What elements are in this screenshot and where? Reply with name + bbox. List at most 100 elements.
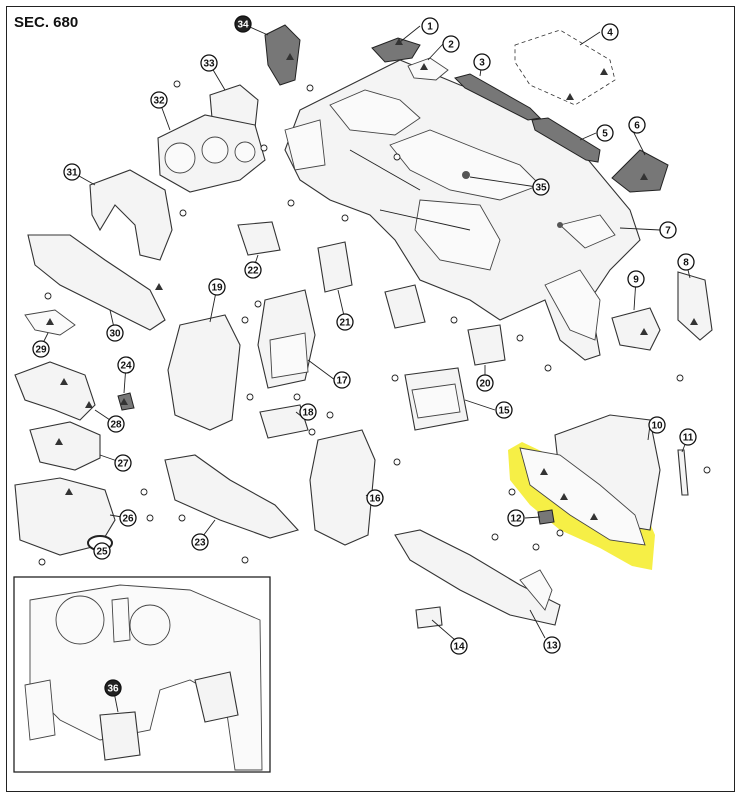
callout-number: 11 — [683, 433, 694, 444]
callout-23: 23 — [191, 533, 209, 551]
callout-35: 35 — [532, 178, 550, 196]
instrument-panel — [284, 59, 641, 361]
clip-part-12 — [537, 509, 555, 525]
callout-number: 9 — [633, 275, 639, 286]
callout-number: 13 — [546, 641, 558, 652]
audio-unit-17 — [257, 289, 316, 389]
callout-number: 15 — [498, 406, 510, 417]
panel-part-4 — [514, 29, 616, 106]
callout-number: 12 — [510, 514, 522, 525]
ventilator-21b — [384, 284, 426, 329]
callout-number: 30 — [109, 329, 121, 340]
callout-32: 32 — [150, 91, 168, 109]
callout-number: 18 — [302, 408, 314, 419]
callout-8: 8 — [677, 253, 695, 271]
callout-number: 28 — [110, 420, 122, 431]
callout-33: 33 — [200, 54, 218, 72]
callout-30: 30 — [106, 324, 124, 342]
column-cover-26 — [14, 477, 116, 556]
callout-14: 14 — [450, 637, 468, 655]
callout-number: 10 — [651, 421, 663, 432]
callout-number: 20 — [479, 379, 491, 390]
callout-number: 5 — [602, 129, 608, 140]
callout-number: 21 — [339, 318, 351, 329]
cluster-finisher-31 — [89, 169, 173, 261]
column-cover-27 — [29, 421, 101, 471]
callout-1: 1 — [421, 17, 439, 35]
callout-number: 34 — [237, 20, 249, 31]
callout-16: 16 — [366, 489, 384, 507]
callout-number: 2 — [448, 40, 454, 51]
callout-number: 8 — [683, 258, 689, 269]
screw-part-35 — [462, 171, 470, 179]
callout-36: 36 — [104, 679, 122, 697]
callout-number: 26 — [122, 514, 134, 525]
cluster-finisher-16 — [309, 429, 376, 546]
pin-part-11 — [677, 449, 689, 496]
defroster-grille-5 — [531, 117, 601, 163]
callout-19: 19 — [208, 278, 226, 296]
triangle-markers — [46, 38, 698, 520]
callout-number: 33 — [203, 59, 215, 70]
callout-number: 19 — [211, 283, 223, 294]
callout-25: 25 — [93, 542, 111, 560]
grille-part-1 — [371, 37, 421, 63]
callout-number: 1 — [427, 22, 433, 33]
callout-number: 25 — [96, 547, 108, 558]
callout-24: 24 — [117, 356, 135, 374]
callout-number: 29 — [35, 345, 47, 356]
callout-number: 23 — [194, 538, 206, 549]
column-cover-28 — [14, 361, 96, 421]
inset-detail — [13, 576, 271, 773]
section-label: SEC. 680 — [14, 14, 79, 31]
callout-15: 15 — [495, 401, 513, 419]
speaker-grille-6 — [611, 149, 669, 193]
ventilator-21a — [317, 241, 353, 293]
callout-number: 35 — [535, 183, 547, 194]
screws — [38, 80, 711, 566]
side-panel-8 — [677, 271, 713, 341]
callout-number: 4 — [607, 28, 613, 39]
ventilator-20 — [467, 324, 506, 366]
callout-13: 13 — [543, 636, 561, 654]
callout-26: 26 — [119, 509, 137, 527]
callout-number: 22 — [247, 266, 259, 277]
callout-number: 36 — [107, 684, 119, 695]
corner-finisher-34 — [264, 24, 301, 86]
callout-number: 24 — [120, 361, 132, 372]
callout-31: 31 — [63, 163, 81, 181]
callout-34: 34 — [234, 15, 252, 33]
callout-number: 17 — [336, 376, 348, 387]
ventilator-22 — [237, 221, 281, 256]
callout-number: 6 — [634, 121, 640, 132]
glove-box-lid-13 — [394, 529, 561, 626]
callout-number: 7 — [665, 226, 671, 237]
callout-7: 7 — [659, 221, 677, 239]
callout-12: 12 — [507, 509, 525, 527]
callout-11: 11 — [679, 428, 697, 446]
callout-18: 18 — [299, 403, 317, 421]
callout-10: 10 — [648, 416, 666, 434]
defroster-grille-3 — [454, 73, 542, 121]
grille-part-2 — [407, 57, 449, 81]
callout-number: 14 — [453, 642, 465, 653]
callout-29: 29 — [32, 340, 50, 358]
callout-number: 16 — [369, 494, 381, 505]
cluster-finisher-19 — [167, 314, 241, 431]
callout-number: 27 — [117, 459, 129, 470]
callout-17: 17 — [333, 371, 351, 389]
glove-box-10 — [519, 414, 661, 546]
callout-27: 27 — [114, 454, 132, 472]
callout-number: 3 — [479, 58, 485, 69]
callout-22: 22 — [244, 261, 262, 279]
callout-2: 2 — [442, 35, 460, 53]
callout-number: 31 — [66, 168, 78, 179]
callout-3: 3 — [473, 53, 491, 71]
callout-group: 1234567891011121314151617181920212223242… — [32, 15, 697, 697]
ac-control-18 — [259, 404, 309, 439]
audio-unit-15 — [404, 367, 469, 431]
callout-4: 4 — [601, 23, 619, 41]
combination-meter-32 — [157, 114, 266, 193]
callout-number: 32 — [153, 96, 165, 107]
